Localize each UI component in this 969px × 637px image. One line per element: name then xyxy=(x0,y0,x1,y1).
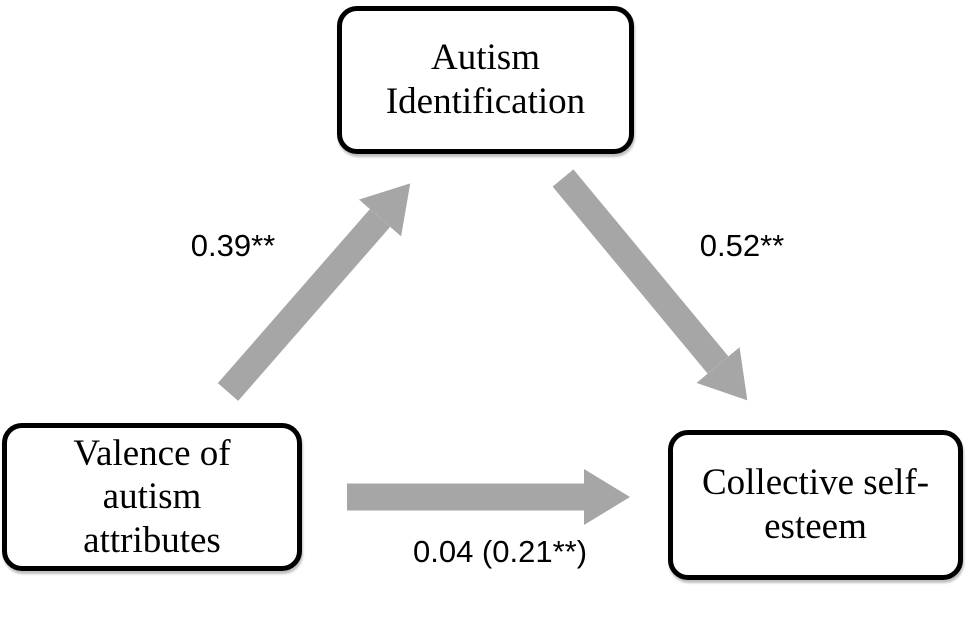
edge-label-valence-to-collective: 0.04 (0.21**) xyxy=(412,534,588,569)
node-label-valence-of-autism-attributes: Valence of autism attributes xyxy=(73,432,231,561)
node-label-collective-self-esteem: Collective self- esteem xyxy=(701,462,930,547)
node-autism-identification: Autism Identification xyxy=(337,6,634,154)
node-label-autism-identification: Autism Identification xyxy=(385,37,586,122)
edge-label-identification-to-collective: 0.52** xyxy=(699,228,785,263)
node-valence-of-autism-attributes: Valence of autism attributes xyxy=(2,423,302,571)
edge-label-valence-to-identification: 0.39** xyxy=(190,228,276,263)
arrow-identification-to-collective xyxy=(552,169,748,401)
node-collective-self-esteem: Collective self- esteem xyxy=(668,430,963,580)
arrow-valence-to-identification xyxy=(217,183,411,401)
